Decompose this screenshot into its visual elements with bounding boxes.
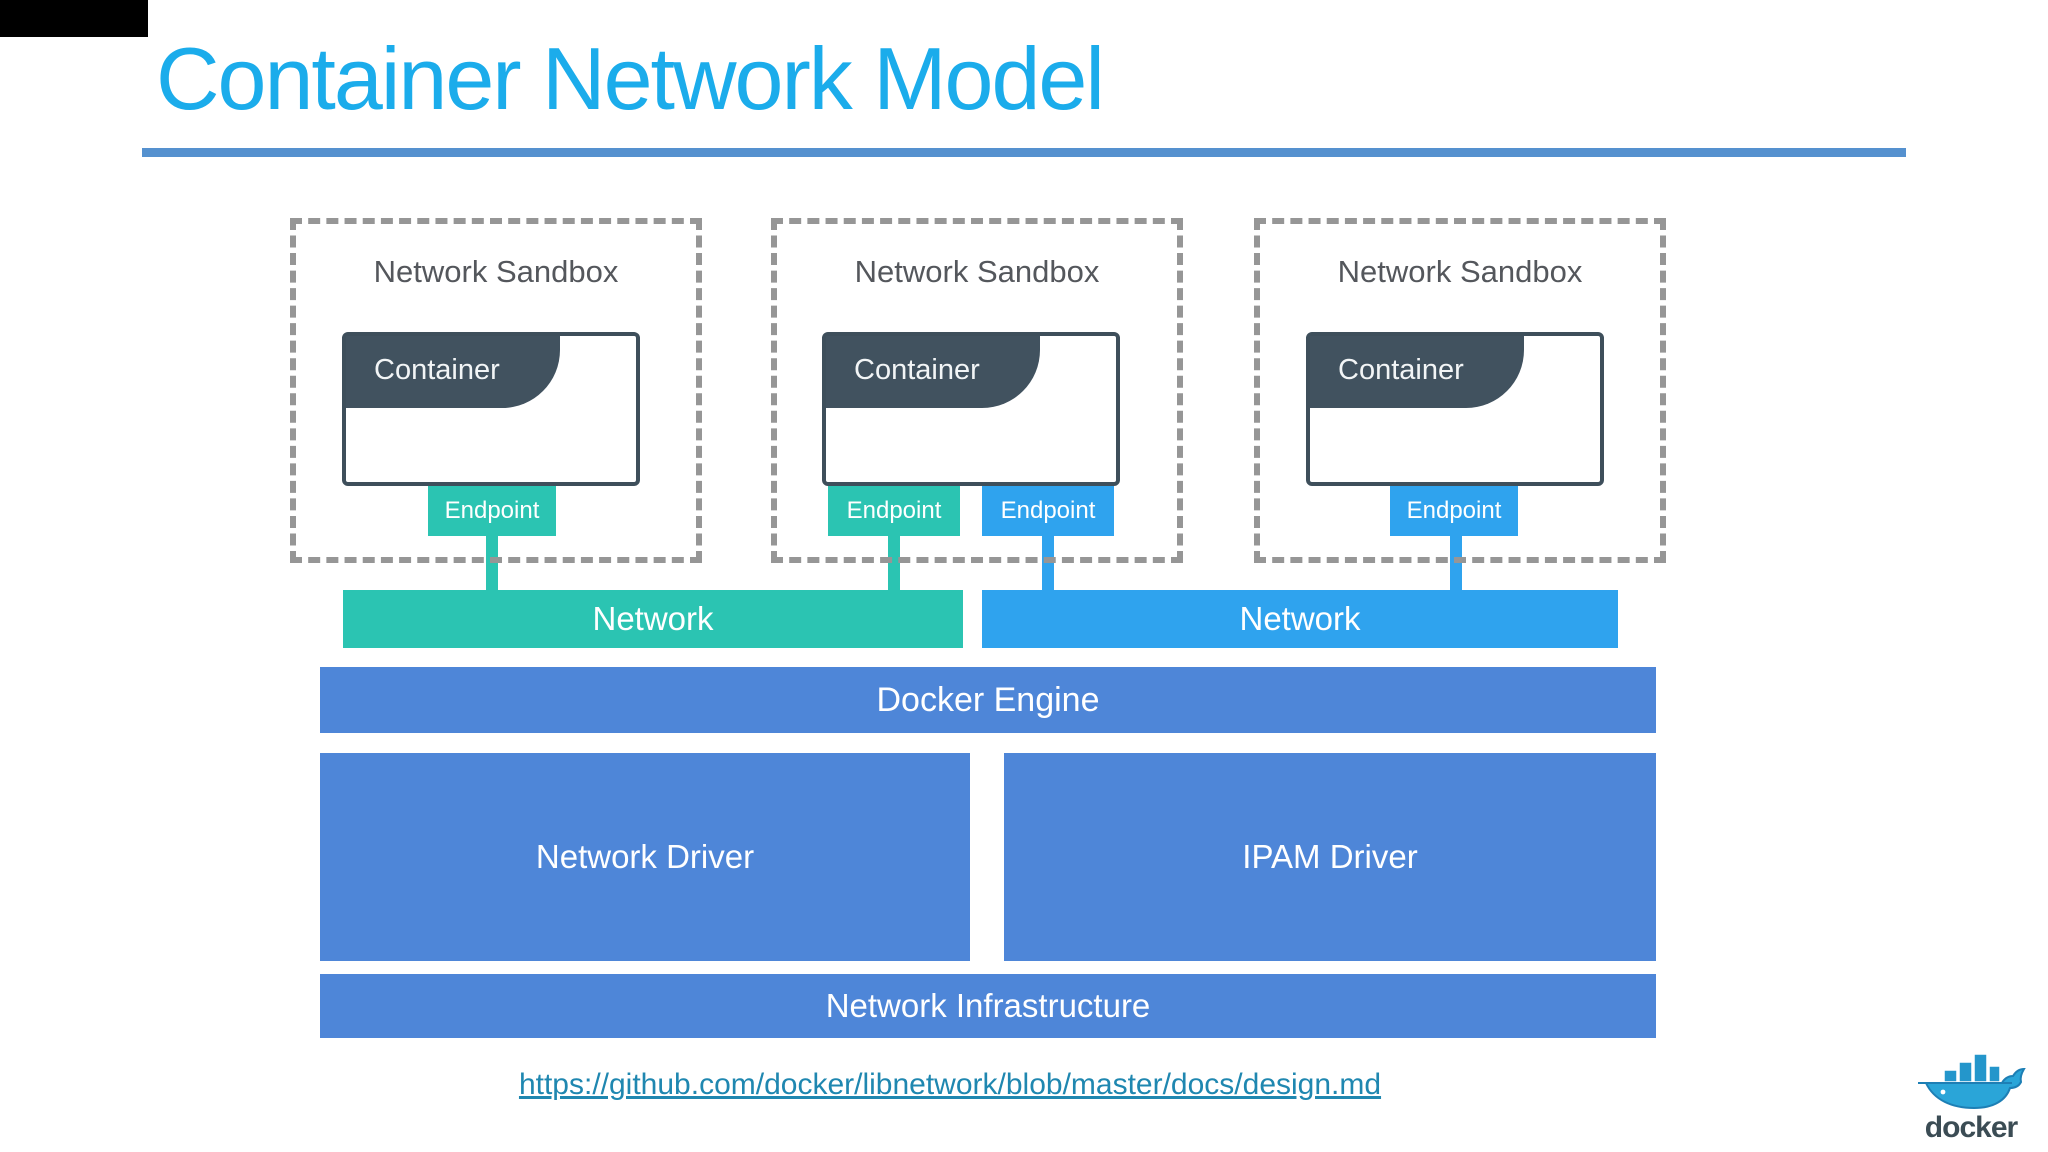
network-sandbox-3: Network Sandbox: [1254, 218, 1666, 563]
endpoint-stem-2b: [1042, 534, 1054, 592]
docker-logo: docker: [1912, 1046, 2030, 1145]
ipam-driver-block: IPAM Driver: [1004, 753, 1656, 961]
network-infrastructure-block: Network Infrastructure: [320, 974, 1656, 1038]
docker-whale-icon: [1918, 1053, 2026, 1110]
endpoint-3: Endpoint: [1390, 486, 1518, 536]
endpoint-1: Endpoint: [428, 486, 556, 536]
container-tab-3: Container: [1310, 336, 1524, 408]
container-box-2: Container: [822, 332, 1120, 486]
network-sandbox-2: Network Sandbox: [771, 218, 1183, 563]
container-tab-2: Container: [826, 336, 1040, 408]
network-sandbox-3-label: Network Sandbox: [1337, 254, 1583, 289]
container-box-3: Container: [1306, 332, 1604, 486]
container-label-3: Container: [1338, 354, 1464, 386]
network-sandbox-1-label: Network Sandbox: [373, 254, 619, 289]
network-bar-blue: Network: [982, 590, 1618, 648]
endpoint-stem-2a: [888, 534, 900, 592]
design-doc-link[interactable]: https://github.com/docker/libnetwork/blo…: [518, 1068, 1382, 1101]
page-title: Container Network Model: [156, 29, 1105, 128]
docker-engine-block: Docker Engine: [320, 667, 1656, 733]
endpoint-stem-1: [486, 534, 498, 592]
docker-wordmark: docker: [1924, 1111, 2018, 1144]
network-sandbox-1: Network Sandbox: [290, 218, 702, 563]
container-label-1: Container: [374, 354, 500, 386]
network-sandbox-2-label: Network Sandbox: [854, 254, 1100, 289]
network-bar-teal: Network: [343, 590, 963, 648]
endpoint-stem-3: [1450, 534, 1462, 592]
container-label-2: Container: [854, 354, 980, 386]
video-letterbox-artifact: [0, 0, 148, 37]
container-tab-1: Container: [346, 336, 560, 408]
endpoint-2a: Endpoint: [828, 486, 960, 536]
title-underline: [142, 148, 1906, 157]
endpoint-2b: Endpoint: [982, 486, 1114, 536]
container-box-1: Container: [342, 332, 640, 486]
network-driver-block: Network Driver: [320, 753, 970, 961]
